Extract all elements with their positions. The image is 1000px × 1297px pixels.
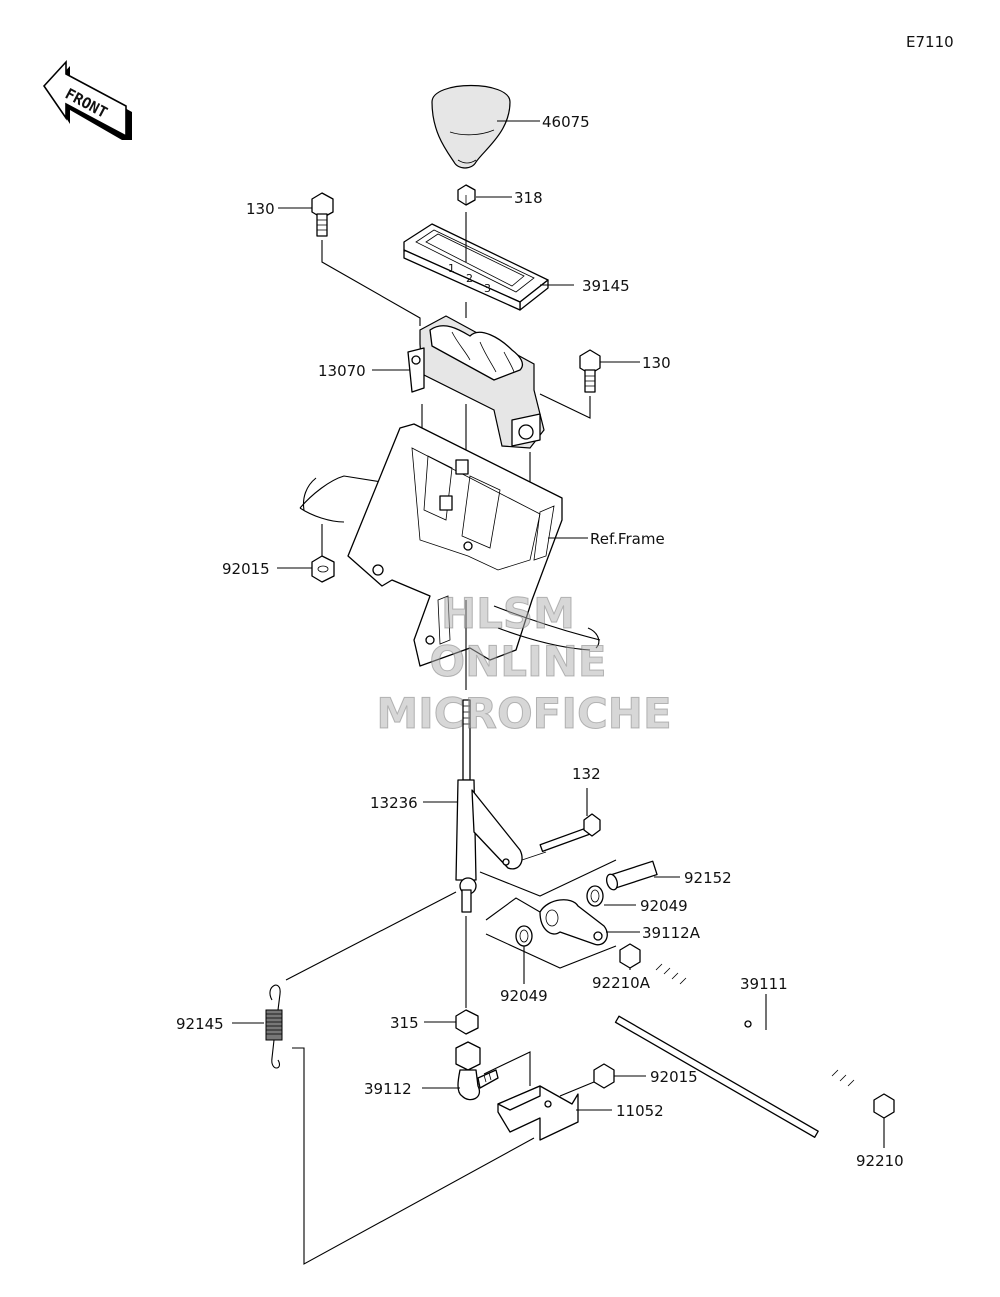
bolt-132 [539, 813, 601, 853]
callout-11052: 11052 [616, 1102, 664, 1120]
bracket-11052 [497, 1085, 579, 1141]
nut-315 [455, 1009, 479, 1035]
bolt-130-right [579, 349, 601, 393]
svg-text:1: 1 [448, 262, 455, 275]
svg-text:2: 2 [466, 272, 473, 285]
nut-92210A [619, 943, 641, 969]
frame-bracket [299, 423, 601, 667]
shift-lever [455, 699, 523, 913]
shift-gate-plate: 1 2 3 [403, 223, 549, 311]
svg-text:MICROFICHE: MICROFICHE [376, 689, 671, 738]
callout-39145: 39145 [582, 277, 630, 295]
callout-39112A: 39112A [642, 924, 701, 942]
lever-arm-39112A [539, 899, 608, 946]
callout-92210A: 92210A [592, 974, 651, 992]
svg-text:3: 3 [484, 282, 491, 295]
callout-92152: 92152 [684, 869, 732, 887]
svg-text:HLSM: HLSM [441, 589, 575, 638]
callout-132: 132 [572, 765, 601, 783]
shift-guide [407, 315, 545, 449]
nut-92015-left [311, 555, 335, 583]
ball-joint-39112 [455, 1041, 499, 1101]
callout-315: 315 [390, 1014, 419, 1032]
shift-knob [431, 84, 511, 169]
front-arrow-icon: FRONT [42, 59, 132, 140]
diagram-code: E7110 [906, 33, 954, 51]
bolt-130-left [311, 192, 334, 237]
callout-92145: 92145 [176, 1015, 224, 1033]
callout-92015-right: 92015 [650, 1068, 698, 1086]
watermark: HLSM ONLINE MICROFICHE [376, 589, 672, 739]
callout-13236: 13236 [370, 794, 418, 812]
callout-39112: 39112 [364, 1080, 412, 1098]
nut-318 [457, 184, 476, 206]
callout-46075: 46075 [542, 113, 590, 131]
callout-318: 318 [514, 189, 543, 207]
spring-92145 [265, 984, 283, 1069]
collar-92152 [605, 860, 658, 891]
callout-92015-left: 92015 [222, 560, 270, 578]
rod-39111 [614, 963, 855, 1138]
nut-92210 [873, 1093, 895, 1119]
callout-92049-right: 92049 [640, 897, 688, 915]
nut-92015-right [593, 1063, 615, 1089]
callout-ref-frame: Ref.Frame [590, 530, 665, 548]
callout-92210: 92210 [856, 1152, 904, 1170]
washer-92049-right [586, 885, 604, 907]
callout-92049-left: 92049 [500, 987, 548, 1005]
callout-39111: 39111 [740, 975, 788, 993]
svg-text:ONLINE: ONLINE [429, 637, 606, 686]
callout-130-right: 130 [642, 354, 671, 372]
callout-13070: 13070 [318, 362, 366, 380]
callout-130-left: 130 [246, 200, 275, 218]
washer-92049-left [515, 925, 533, 947]
